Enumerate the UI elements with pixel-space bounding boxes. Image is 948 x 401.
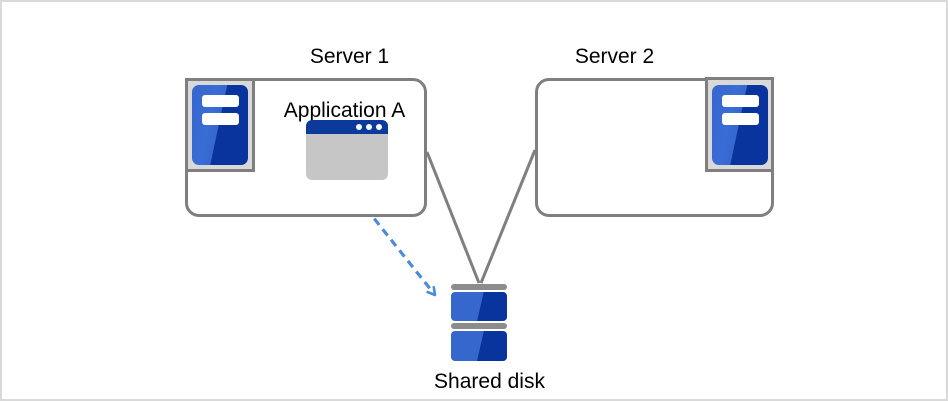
server-bay-slot: [722, 113, 759, 125]
server-bay-slot: [202, 95, 239, 107]
window-dot: [376, 124, 382, 130]
server-bay-slot: [202, 113, 239, 125]
shared-disk-label: Shared disk: [434, 370, 545, 393]
server2-icon-frame: [705, 77, 774, 172]
application-window-titlebar: [306, 120, 388, 134]
server-bay-slot: [722, 95, 759, 107]
disk-cap: [451, 284, 507, 290]
window-dot: [356, 124, 362, 130]
application-window-icon: [306, 120, 388, 180]
disk-platter: [451, 292, 507, 321]
server-tower-icon: [192, 85, 248, 165]
disk-cap: [451, 323, 507, 329]
server1-label: Server 1: [309, 45, 390, 68]
server1-icon-frame: [185, 78, 255, 172]
edge-server1-to-shared-disk: [425, 151, 481, 284]
edge-server2-to-shared-disk: [479, 149, 537, 284]
application-label: Application A: [283, 99, 406, 122]
server2-label: Server 2: [574, 45, 655, 68]
server-tower-icon: [712, 85, 768, 165]
disk-platter: [451, 331, 507, 361]
window-dot: [366, 124, 372, 130]
